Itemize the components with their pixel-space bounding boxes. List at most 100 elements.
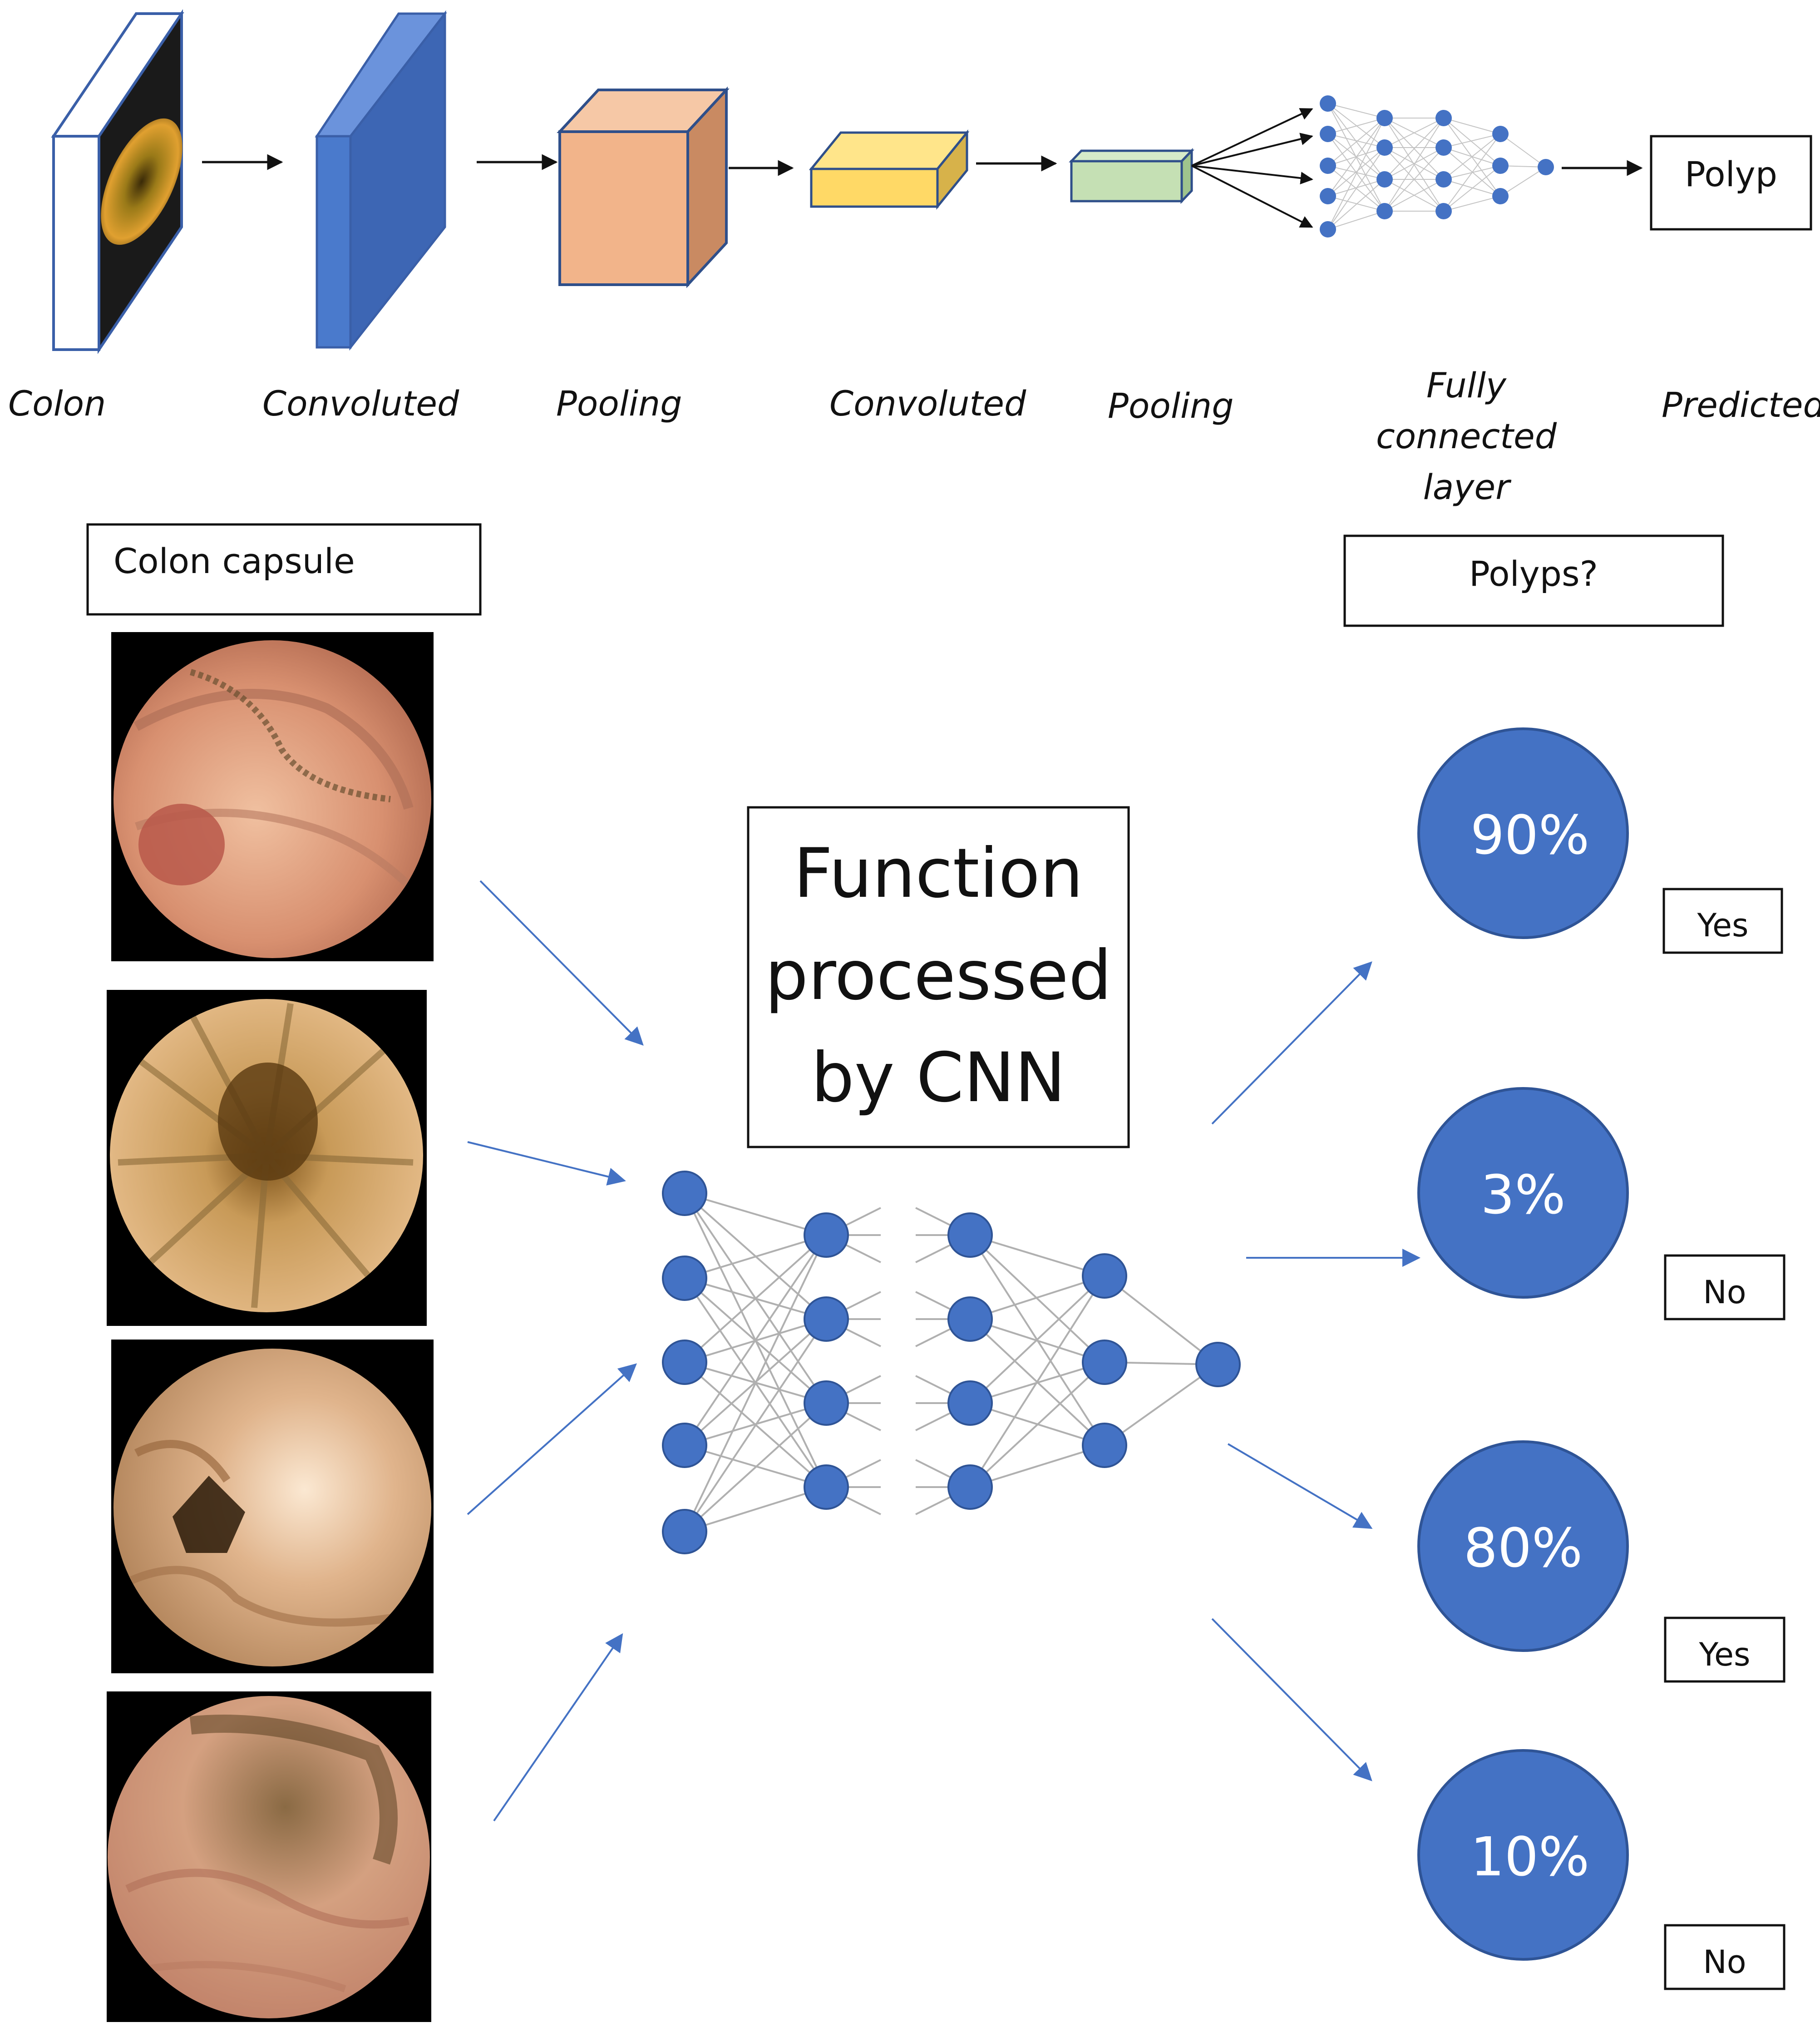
big-network-edge xyxy=(684,1192,827,1236)
small-network-edge xyxy=(1443,133,1501,212)
big-network-node xyxy=(662,1340,707,1385)
output-arrows xyxy=(1211,961,1420,1781)
big-network-edge xyxy=(969,1361,1105,1488)
big-network-node xyxy=(1082,1340,1127,1385)
stage-label-predicted: Predicted xyxy=(1662,385,1820,425)
small-network-edge xyxy=(1443,133,1501,180)
small-network-edge xyxy=(1443,133,1501,148)
pool2-block xyxy=(1069,148,1194,204)
result-percent-3: 80% xyxy=(1464,1517,1583,1579)
small-network-node xyxy=(1435,203,1452,219)
pool1-cube xyxy=(557,86,730,288)
small-network-node xyxy=(1320,221,1336,237)
small-network-edge xyxy=(1327,133,1385,148)
big-network-node xyxy=(947,1296,993,1342)
capsule-image-4 xyxy=(107,1691,431,2022)
small-network-edge xyxy=(1384,118,1444,180)
big-network-node xyxy=(947,1380,993,1426)
stage-label-fc-line3: layer xyxy=(1423,467,1512,507)
big-network-edge xyxy=(684,1235,827,1532)
small-network-node xyxy=(1538,159,1554,175)
result-answer-4: No xyxy=(1703,1943,1746,1981)
big-network-node xyxy=(804,1380,849,1426)
big-network-node xyxy=(947,1464,993,1510)
polyp-output-label: Polyp xyxy=(1685,154,1777,194)
big-network-edge xyxy=(684,1234,827,1363)
small-network-node xyxy=(1376,110,1393,126)
small-network-node xyxy=(1376,139,1393,156)
fc-fanout-arrows xyxy=(1191,108,1313,228)
colon-thumbnail xyxy=(101,118,182,245)
small-network-edge xyxy=(1443,118,1501,166)
stage-label-pool2: Pooling xyxy=(1108,386,1233,426)
colon-capsule-header: Colon capsule xyxy=(86,523,482,616)
big-network-edge xyxy=(970,1444,1105,1488)
capsule-image-1 xyxy=(111,632,434,961)
small-network xyxy=(1320,95,1554,237)
small-network-edge xyxy=(1500,167,1546,197)
small-network-node xyxy=(1492,158,1509,174)
polyp-output-box: Polyp xyxy=(1650,135,1812,231)
pipeline: Polyp Colon Convoluted Pooling Convolute… xyxy=(8,9,1820,507)
big-network-node xyxy=(662,1509,707,1554)
cnn-function-box: Function processed by CNN xyxy=(747,806,1130,1148)
small-network-edge xyxy=(1384,118,1444,148)
big-network-node xyxy=(662,1171,707,1216)
small-network-edge xyxy=(1500,133,1546,168)
small-network-edge xyxy=(1384,147,1444,180)
big-network-node xyxy=(804,1212,849,1258)
small-network-edge xyxy=(1327,211,1385,230)
big-network-edge xyxy=(684,1234,827,1279)
big-network-edge xyxy=(969,1234,1105,1363)
big-network-node xyxy=(662,1423,707,1468)
result-percent-2: 3% xyxy=(1480,1163,1565,1226)
small-network-node xyxy=(1376,171,1393,188)
input-arrows xyxy=(467,880,644,1822)
big-network-edge xyxy=(684,1318,827,1533)
big-network-edge xyxy=(1104,1364,1219,1446)
big-network-node xyxy=(1195,1342,1241,1387)
result-2: 3% No xyxy=(1417,1087,1785,1320)
big-network xyxy=(662,1171,1241,1554)
big-network-node xyxy=(804,1464,849,1510)
small-network-node xyxy=(1435,171,1452,188)
small-network-edge xyxy=(1327,118,1385,134)
small-network-node xyxy=(1376,203,1393,219)
big-network-node xyxy=(804,1296,849,1342)
small-network-edge xyxy=(1443,118,1501,134)
result-percent-4: 10% xyxy=(1470,1825,1589,1888)
big-network-node xyxy=(1082,1423,1127,1468)
result-circle-1 xyxy=(1417,727,1629,939)
capsule-image-2 xyxy=(107,990,427,1326)
small-network-edge xyxy=(1384,118,1444,212)
cnn-title-line3: by CNN xyxy=(811,1038,1066,1117)
stage-label-fc-line1: Fully xyxy=(1426,365,1507,405)
big-network-edge xyxy=(969,1275,1105,1488)
big-network-edge xyxy=(970,1234,1105,1277)
small-network-edge xyxy=(1327,118,1385,197)
result-1: 90% Yes xyxy=(1417,727,1783,954)
result-answer-3: Yes xyxy=(1699,1636,1751,1673)
small-network-edge xyxy=(1327,196,1385,212)
small-network-node xyxy=(1320,188,1336,204)
big-network-node xyxy=(947,1212,993,1258)
stage-label-fc-line2: connected xyxy=(1376,416,1557,456)
big-network-edge xyxy=(684,1234,827,1446)
small-network-node xyxy=(1320,158,1336,174)
polyps-header-label: Polyps? xyxy=(1469,554,1598,594)
colon-input-slab xyxy=(51,9,184,354)
small-network-edge xyxy=(1327,147,1385,230)
small-network-edge xyxy=(1384,179,1444,212)
small-network-edge xyxy=(1443,179,1501,197)
small-network-edge xyxy=(1327,165,1385,180)
result-answer-2: No xyxy=(1703,1274,1746,1311)
result-circle-3 xyxy=(1417,1440,1629,1652)
small-network-edge xyxy=(1327,118,1385,230)
result-answer-1: Yes xyxy=(1697,907,1749,944)
small-network-node xyxy=(1492,126,1509,142)
big-network-edge xyxy=(684,1402,827,1533)
small-network-edge xyxy=(1443,196,1501,212)
big-network-edge xyxy=(1104,1275,1219,1365)
